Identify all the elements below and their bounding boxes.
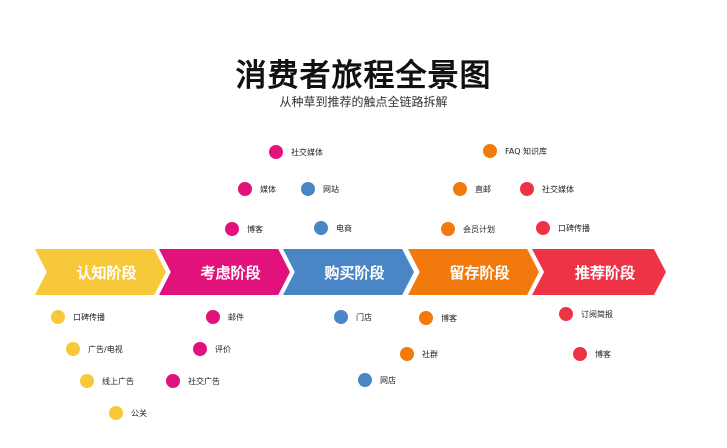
touchpoint-item: 会员计划 — [441, 222, 495, 236]
touchpoint-item: 口碑传播 — [536, 221, 590, 235]
diagram-title: 消费者旅程全景图 — [235, 58, 492, 94]
touchpoint-label: 订阅简报 — [581, 309, 613, 319]
touchpoint-dot — [206, 310, 220, 324]
touchpoint-item: 公关 — [109, 406, 147, 420]
touchpoint-dot — [109, 406, 123, 420]
touchpoint-item: 线上广告 — [80, 374, 134, 388]
touchpoint-dot — [400, 347, 414, 361]
touchpoint-item: 博客 — [573, 347, 611, 361]
touchpoint-label: 广告/电视 — [88, 344, 123, 354]
touchpoint-dot — [358, 373, 372, 387]
touchpoint-dot — [441, 222, 455, 236]
touchpoint-label: 线上广告 — [102, 376, 134, 386]
touchpoint-dot — [419, 311, 433, 325]
stage-advocacy[interactable]: 推荐阶段 — [532, 249, 666, 295]
touchpoint-label: 门店 — [356, 312, 372, 322]
stage-label: 推荐阶段 — [574, 263, 635, 282]
touchpoint-item: 邮件 — [206, 310, 244, 324]
touchpoint-label: FAQ 知识库 — [505, 146, 548, 156]
stage-label: 认知阶段 — [76, 263, 137, 282]
touchpoint-item: 博客 — [419, 311, 457, 325]
touchpoint-label: 评价 — [215, 344, 231, 354]
touchpoint-item: 网店 — [358, 373, 396, 387]
touchpoint-label: 媒体 — [260, 184, 276, 194]
stage-label: 考虑阶段 — [200, 263, 261, 282]
touchpoint-item: 社交广告 — [166, 374, 220, 388]
touchpoint-item: FAQ 知识库 — [483, 144, 547, 158]
touchpoint-dot — [314, 221, 328, 235]
touchpoint-label: 博客 — [441, 313, 457, 323]
stage-consideration[interactable]: 考虑阶段 — [159, 249, 290, 295]
touchpoint-item: 直邮 — [453, 182, 491, 196]
touchpoint-label: 社交媒体 — [542, 184, 574, 194]
touchpoint-dot — [536, 221, 550, 235]
touchpoint-label: 网店 — [380, 375, 396, 385]
touchpoint-label: 博客 — [595, 349, 611, 359]
touchpoint-label: 社群 — [422, 349, 438, 359]
touchpoint-dot — [269, 145, 283, 159]
touchpoint-label: 社交广告 — [188, 376, 220, 386]
touchpoint-item: 媒体 — [238, 182, 276, 196]
touchpoint-dot — [483, 144, 497, 158]
touchpoint-dot — [193, 342, 207, 356]
touchpoint-item: 博客 — [225, 222, 263, 236]
stage-retention[interactable]: 留存阶段 — [408, 249, 539, 295]
stage-label: 购买阶段 — [324, 263, 385, 282]
touchpoint-item: 广告/电视 — [66, 342, 123, 356]
touchpoint-label: 会员计划 — [463, 224, 495, 234]
touchpoint-label: 直邮 — [475, 184, 491, 194]
touchpoint-item: 口碑传播 — [51, 310, 105, 324]
touchpoint-label: 社交媒体 — [291, 147, 323, 157]
touchpoint-dot — [573, 347, 587, 361]
touchpoint-dot — [301, 182, 315, 196]
touchpoint-label: 口碑传播 — [558, 223, 590, 233]
touchpoint-item: 门店 — [334, 310, 372, 324]
touchpoint-item: 订阅简报 — [559, 307, 613, 321]
touchpoint-item: 网站 — [301, 182, 339, 196]
touchpoint-dot — [166, 374, 180, 388]
touchpoint-dot — [225, 222, 239, 236]
touchpoint-label: 博客 — [247, 224, 263, 234]
touchpoint-dot — [334, 310, 348, 324]
touchpoint-dot — [453, 182, 467, 196]
stage-awareness[interactable]: 认知阶段 — [35, 249, 166, 295]
touchpoint-dot — [51, 310, 65, 324]
touchpoint-dot — [238, 182, 252, 196]
touchpoint-dot — [559, 307, 573, 321]
touchpoint-label: 口碑传播 — [73, 312, 105, 322]
stage-label: 留存阶段 — [449, 263, 510, 282]
touchpoint-item: 社群 — [400, 347, 438, 361]
touchpoint-label: 网站 — [323, 184, 339, 194]
touchpoint-item: 评价 — [193, 342, 231, 356]
touchpoint-label: 电商 — [336, 223, 352, 233]
touchpoint-item: 社交媒体 — [269, 145, 323, 159]
touchpoint-dot — [66, 342, 80, 356]
touchpoint-item: 电商 — [314, 221, 352, 235]
stage-purchase[interactable]: 购买阶段 — [283, 249, 414, 295]
touchpoint-dot — [520, 182, 534, 196]
touchpoint-dot — [80, 374, 94, 388]
touchpoint-label: 邮件 — [228, 312, 244, 322]
touchpoint-label: 公关 — [131, 408, 147, 418]
diagram-subtitle: 从种草到推荐的触点全链路拆解 — [279, 95, 448, 109]
touchpoint-item: 社交媒体 — [520, 182, 574, 196]
